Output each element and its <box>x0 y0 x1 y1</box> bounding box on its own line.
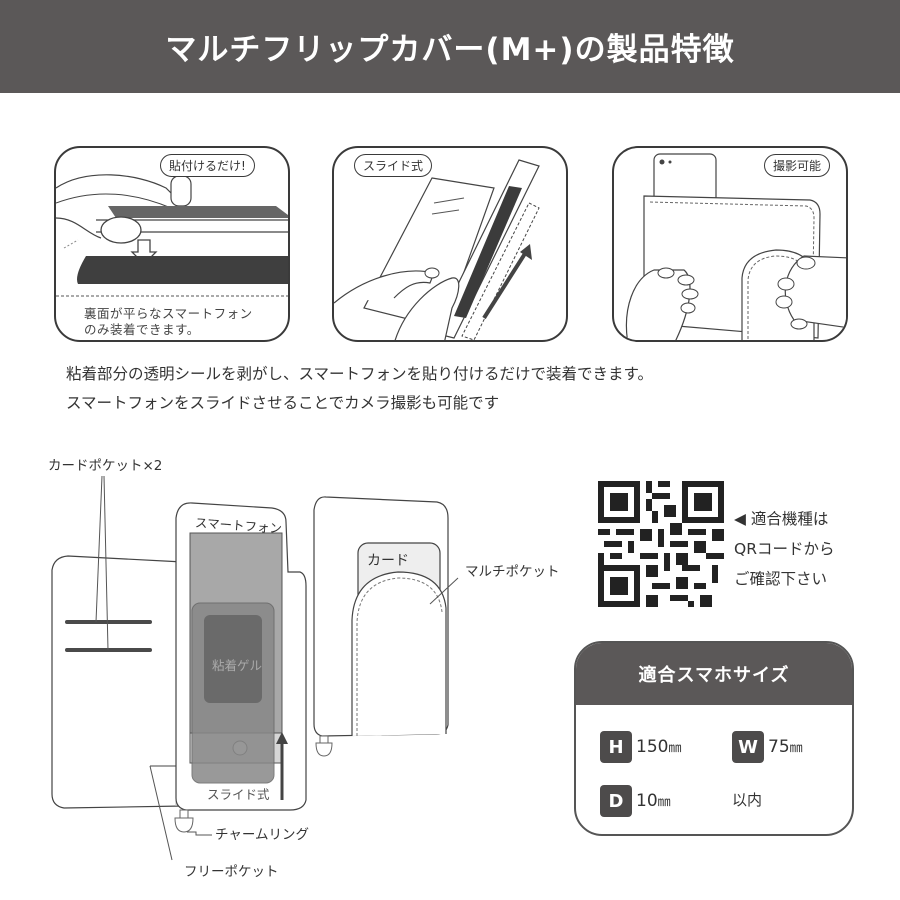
charm-ring-label: チャームリング <box>215 827 309 843</box>
feature-panel-camera: 撮影可能 <box>612 146 848 342</box>
depth-unit: ㎜ <box>657 795 671 810</box>
attach-illustration <box>56 174 288 297</box>
page-header: マルチフリップカバー(M+)の製品特徴 <box>0 0 900 93</box>
feature-panel-attach: 貼付けるだけ! 裏面が平らなスマートフォン のみ装着できます。 <box>54 146 290 342</box>
width-key: W <box>732 731 764 763</box>
height-spec: H 150㎜ <box>600 731 681 763</box>
attach-caption: 裏面が平らなスマートフォン のみ装着できます。 <box>84 306 253 338</box>
depth-key: D <box>600 785 632 817</box>
qr-text-line-1: ◀ 適合機種は <box>734 510 829 528</box>
compatible-size-box: 適合スマホサイズ H 150㎜ W 75㎜ D 10㎜ 以内 <box>574 641 854 836</box>
depth-value: 10㎜ <box>636 791 671 811</box>
slide-illustration <box>334 159 540 340</box>
gel-label: 粘着ゲル <box>212 658 263 673</box>
camera-badge: 撮影可能 <box>764 154 831 177</box>
width-spec: W 75㎜ <box>732 731 803 763</box>
width-number: 75 <box>768 737 790 757</box>
attach-badge: 貼付けるだけ! <box>160 154 255 177</box>
height-value: 150㎜ <box>636 737 681 757</box>
qr-text-line-3: ご確認下さい <box>734 570 828 588</box>
qr-code[interactable] <box>598 481 724 607</box>
height-unit: ㎜ <box>668 741 682 756</box>
size-note: 以内 <box>732 791 763 809</box>
width-unit: ㎜ <box>789 741 803 756</box>
slide-badge: スライド式 <box>354 154 433 177</box>
card-label: カード <box>367 553 409 569</box>
qr-text-line-2: QRコードから <box>734 540 835 558</box>
size-box-title: 適合スマホサイズ <box>576 643 852 705</box>
depth-spec: D 10㎜ <box>600 785 671 817</box>
description: 粘着部分の透明シールを剥がし、スマートフォンを貼り付けるだけで装着できます。 ス… <box>66 360 653 418</box>
diagram-illustration <box>51 475 459 861</box>
feature-panel-slide: スライド式 <box>332 146 568 342</box>
multi-pocket-label: マルチポケット <box>465 564 560 580</box>
description-line-2: スマートフォンをスライドさせることでカメラ撮影も可能です <box>66 394 500 412</box>
slide-label: スライド式 <box>207 787 270 802</box>
product-diagram: カードポケット×2 スマートフォン 粘着ゲル スライド式 チャームリング フリー… <box>0 440 590 900</box>
qr-instructions: ◀ 適合機種は QRコードから ご確認下さい <box>734 504 834 594</box>
free-pocket-label: フリーポケット <box>184 864 279 880</box>
caption-line-2: のみ装着できます。 <box>84 322 200 337</box>
caption-line-1: 裏面が平らなスマートフォン <box>84 306 253 321</box>
card-pocket-label: カードポケット×2 <box>48 458 163 474</box>
width-value: 75㎜ <box>768 737 803 757</box>
page-title: マルチフリップカバー(M+)の製品特徴 <box>165 32 735 68</box>
camera-illustration <box>625 153 846 340</box>
height-key: H <box>600 731 632 763</box>
depth-number: 10 <box>636 791 658 811</box>
description-line-1: 粘着部分の透明シールを剥がし、スマートフォンを貼り付けるだけで装着できます。 <box>66 365 653 383</box>
height-number: 150 <box>636 737 669 757</box>
